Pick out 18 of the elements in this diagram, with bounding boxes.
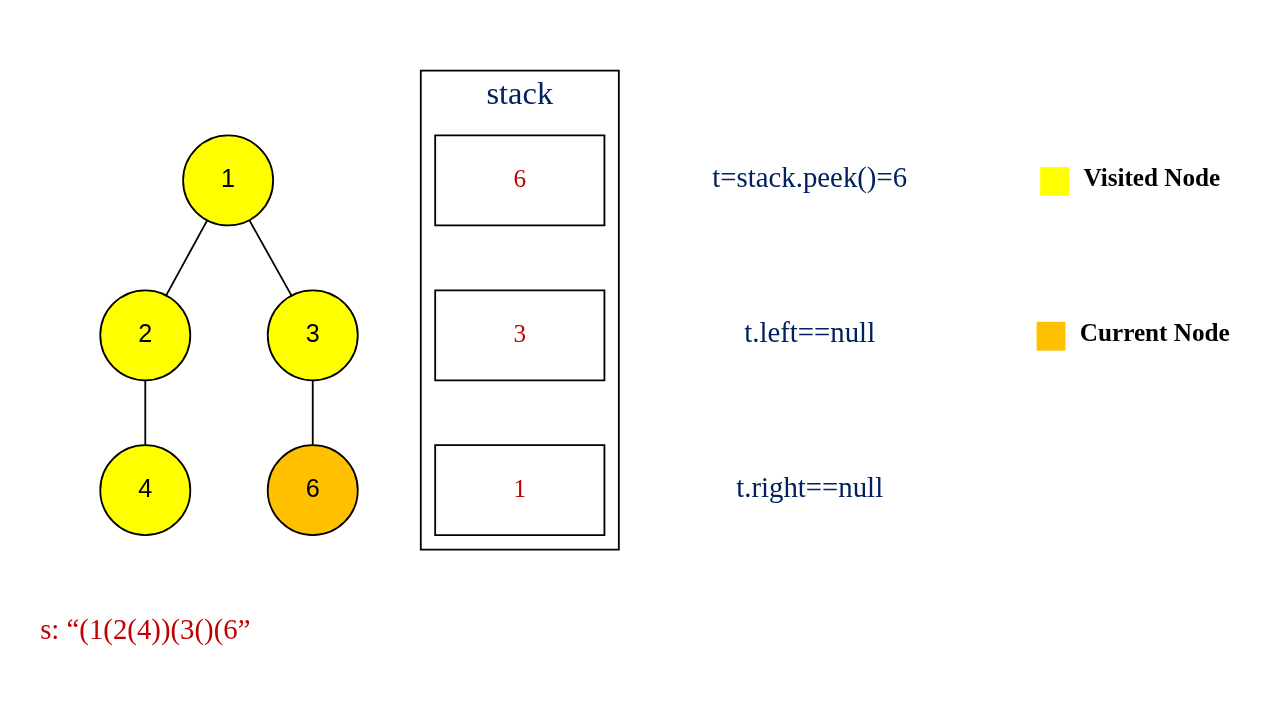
node-circle: 2 [99,288,192,381]
node-box: 3 [434,288,606,381]
label: t.left==null [744,315,876,348]
connector [144,379,147,446]
label: t=stack.peek()=6 [712,160,908,193]
label: s: “(1(2(4))(3()(6” [40,612,251,645]
node-circle: 1 [182,134,275,226]
connector [311,379,314,446]
node-circle: 3 [266,288,359,381]
node-box: 6 [434,134,606,226]
node-box: 1 [434,443,606,536]
label: t.right==null [736,470,884,503]
connector [165,219,209,296]
node-circle: 4 [99,443,192,536]
connector [248,219,293,296]
legend-label: Current Node [1079,318,1230,346]
legend-label: Visited Node [1083,163,1221,191]
node-circle: 6 [266,443,359,536]
